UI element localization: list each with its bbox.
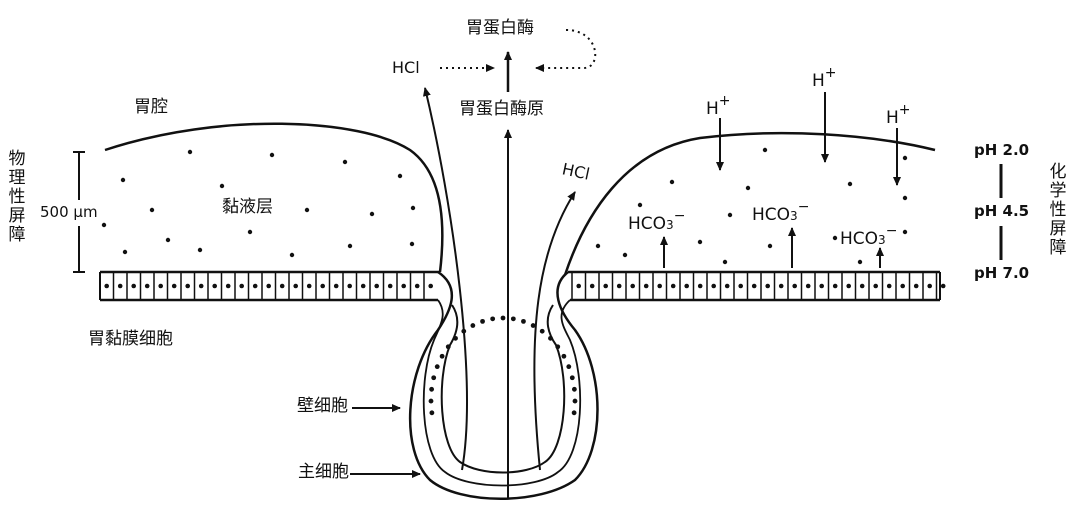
hco3-label-1: HCO3− [628,208,686,234]
chief-cell-label: 主细胞 [298,462,349,482]
parietal-cell-label: 壁细胞 [297,396,348,416]
hco3-label-3: HCO3− [840,223,898,249]
mucus-particles [101,147,908,265]
chemical-barrier-label: 化学性屏障 [1049,162,1067,258]
h-ion-label-3: H+ [886,102,911,128]
epithelium-left [99,270,440,302]
pepsin-feedback-dotted-arrow [535,29,597,72]
ph-bottom-label: pH 7.0 [974,264,1030,282]
h-ion-label-1: H+ [706,93,731,119]
mucus-boundary-left [104,122,444,273]
physical-barrier-label: 物理性屏障 [8,149,26,245]
hcl-arrow-right [533,191,576,471]
mucus-boundary-right [563,131,936,276]
stomach-cavity-label: 胃腔 [134,97,168,117]
thickness-bracket [73,151,85,273]
mucus-layer-label: 黏液层 [222,197,273,217]
ph-top-label: pH 2.0 [974,141,1030,159]
hcl-top-label: HCl [392,58,420,77]
mucosa-cells-label: 胃黏膜细胞 [88,329,173,349]
gastric-gland [408,270,599,500]
hco3-label-2: HCO3− [752,199,810,225]
pepsinogen-label: 胃蛋白酶原 [459,99,544,119]
thickness-label: 500 μm [40,203,98,221]
ph-mid-label: pH 4.5 [974,202,1030,220]
h-ion-label-2: H+ [812,65,837,91]
pepsin-label: 胃蛋白酶 [466,18,534,38]
hcl-arrow-left [422,87,468,471]
epithelium-right [568,270,946,302]
